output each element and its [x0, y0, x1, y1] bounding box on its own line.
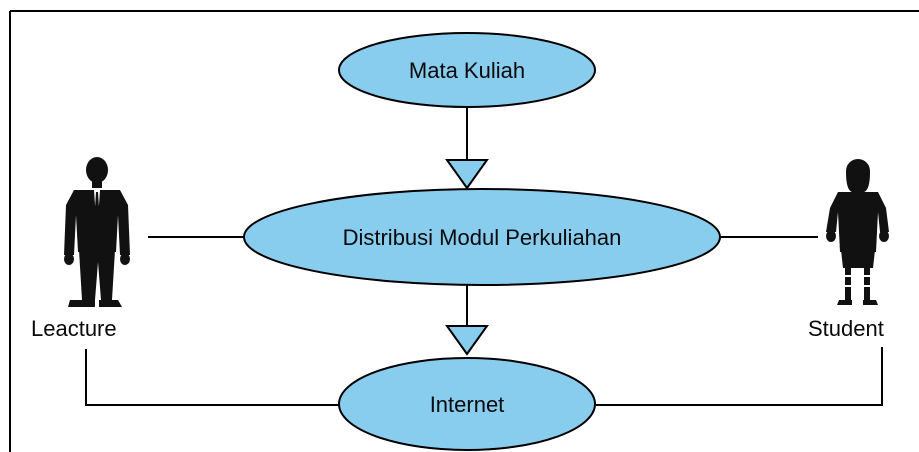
actor-lecturer-label: Leacture [31, 316, 117, 341]
businessman-silhouette-icon [64, 157, 130, 307]
association-internet-student [596, 347, 883, 406]
use-case-mata-kuliah-label: Mata Kuliah [409, 58, 525, 83]
use-case-distribusi-label: Distribusi Modul Perkuliahan [343, 225, 622, 250]
arrow-mata-kuliah-to-distribusi [445, 98, 489, 190]
actor-student-label: Student [808, 316, 884, 341]
association-lecturer-internet [85, 349, 340, 406]
arrow-distribusi-to-internet [445, 285, 489, 356]
use-case-internet-label: Internet [430, 392, 505, 417]
use-case-distribusi: Distribusi Modul Perkuliahan [243, 188, 721, 286]
use-case-internet: Internet [338, 357, 596, 451]
use-case-mata-kuliah: Mata Kuliah [338, 32, 596, 108]
businesswoman-silhouette-icon [826, 159, 889, 305]
